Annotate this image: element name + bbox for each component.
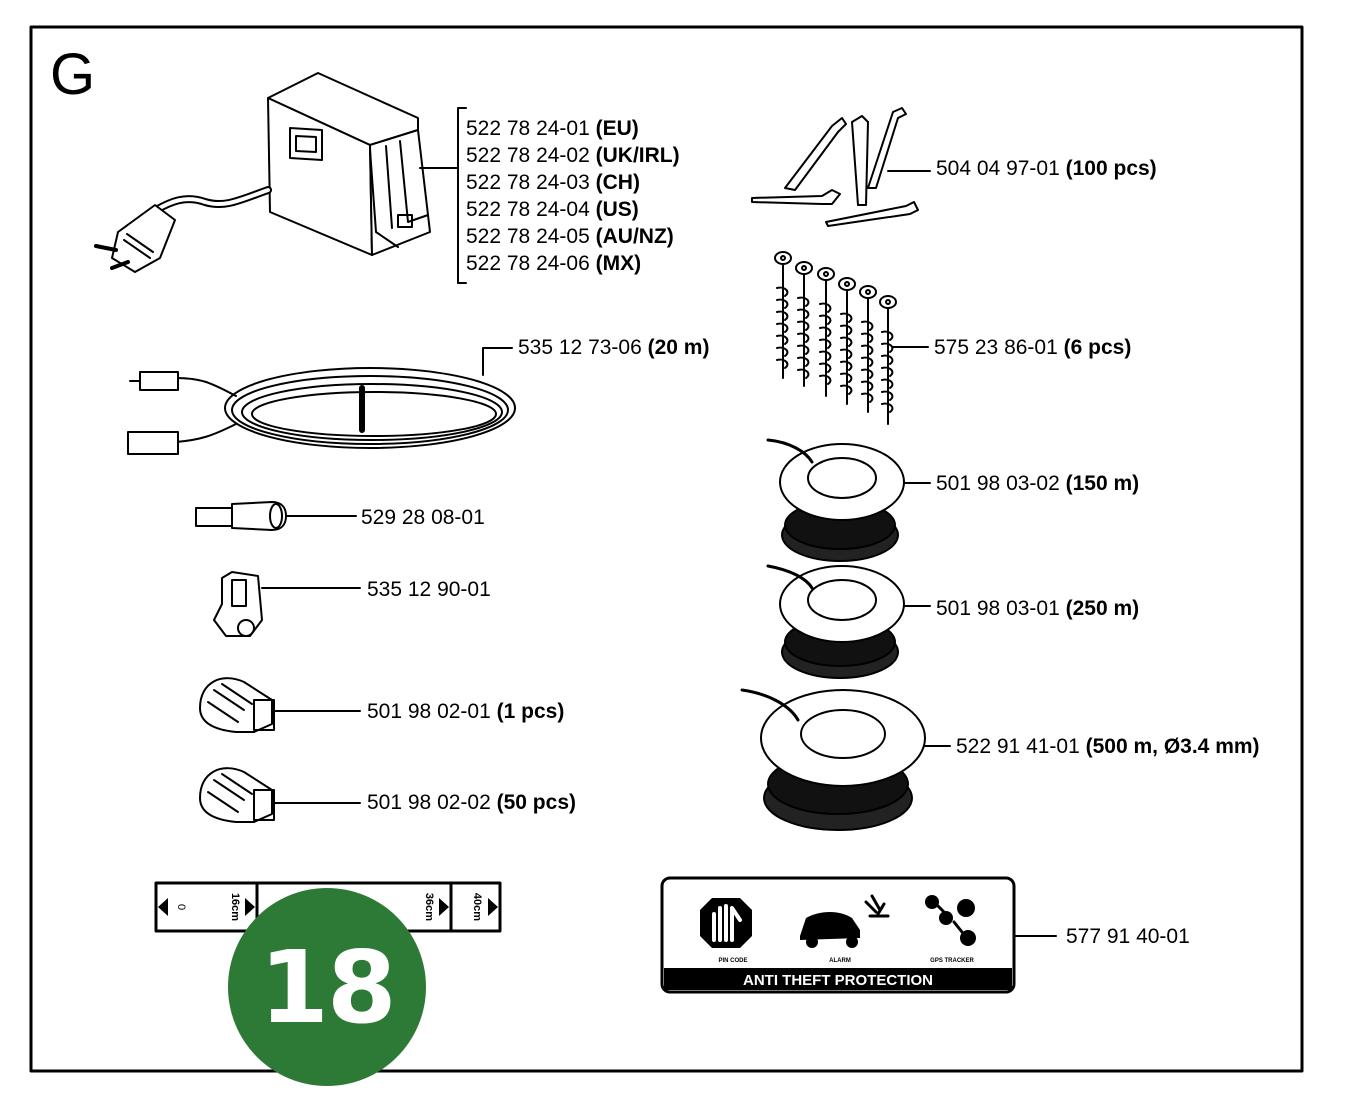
stop-hand-icon (700, 898, 752, 948)
gauge-mark-16: 16cm (229, 893, 241, 921)
part-label: 501 98 03-02 (150 m) (936, 472, 1140, 495)
gps-tracker-icon (925, 895, 976, 946)
part-label: 522 78 24-01 (EU) (466, 117, 639, 140)
anti-theft-sticker: PIN CODE ALARM GPS TRACKER ANTI THEFT PR… (660, 876, 1016, 994)
part-label: 522 78 24-06 (MX) (466, 252, 642, 275)
part-label: 522 78 24-03 (CH) (466, 171, 640, 194)
part-label: 529 28 08-01 (361, 506, 485, 529)
wire-connector-1-illustration (199, 677, 275, 733)
page-number-badge: 18 (228, 888, 426, 1086)
part-label: 522 78 24-04 (US) (466, 198, 639, 221)
pegs-illustration (751, 107, 919, 227)
gauge-mark-40: 40cm (471, 893, 483, 921)
wire-spool-500-illustration (740, 688, 926, 831)
page-frame (29, 25, 1304, 1073)
bracket (457, 107, 467, 284)
part-label: 535 12 90-01 (367, 578, 491, 601)
leader-line (482, 347, 513, 376)
part-label: 535 12 73-06 (20 m) (518, 336, 710, 359)
gps-tracker-label: GPS TRACKER (930, 958, 974, 964)
pin-code-label: PIN CODE (718, 958, 747, 964)
power-supply-illustration (94, 72, 431, 273)
part-label: 501 98 03-01 (250 m) (936, 597, 1140, 620)
wire-spool-250-illustration (766, 564, 905, 679)
coupler-illustration (213, 571, 263, 637)
wire-spool-150-illustration (766, 438, 905, 562)
alarm-label: ALARM (829, 958, 851, 964)
part-label: 504 04 97-01 (100 pcs) (936, 157, 1157, 180)
section-letter: G (50, 42, 96, 107)
part-label: 522 78 24-02 (UK/IRL) (466, 144, 680, 167)
part-label: 522 78 24-05 (AU/NZ) (466, 225, 674, 248)
part-label: 501 98 02-02 (50 pcs) (367, 791, 576, 814)
part-label: 575 23 86-01 (6 pcs) (934, 336, 1132, 359)
part-label: 501 98 02-01 (1 pcs) (367, 700, 565, 723)
gauge-mark-0: 0 (175, 904, 187, 910)
sticker-title: ANTI THEFT PROTECTION (743, 972, 933, 989)
gauge-mark-36: 36cm (423, 893, 435, 921)
mower-alarm-icon (800, 894, 890, 948)
part-label: 577 91 40-01 (1066, 925, 1190, 948)
part-label: 522 91 41-01 (500 m, Ø3.4 mm) (956, 735, 1260, 758)
connector-illustration (195, 501, 287, 531)
wire-connector-50-illustration (199, 767, 275, 823)
screws-illustration (774, 251, 897, 425)
extension-cable-illustration (127, 367, 516, 455)
